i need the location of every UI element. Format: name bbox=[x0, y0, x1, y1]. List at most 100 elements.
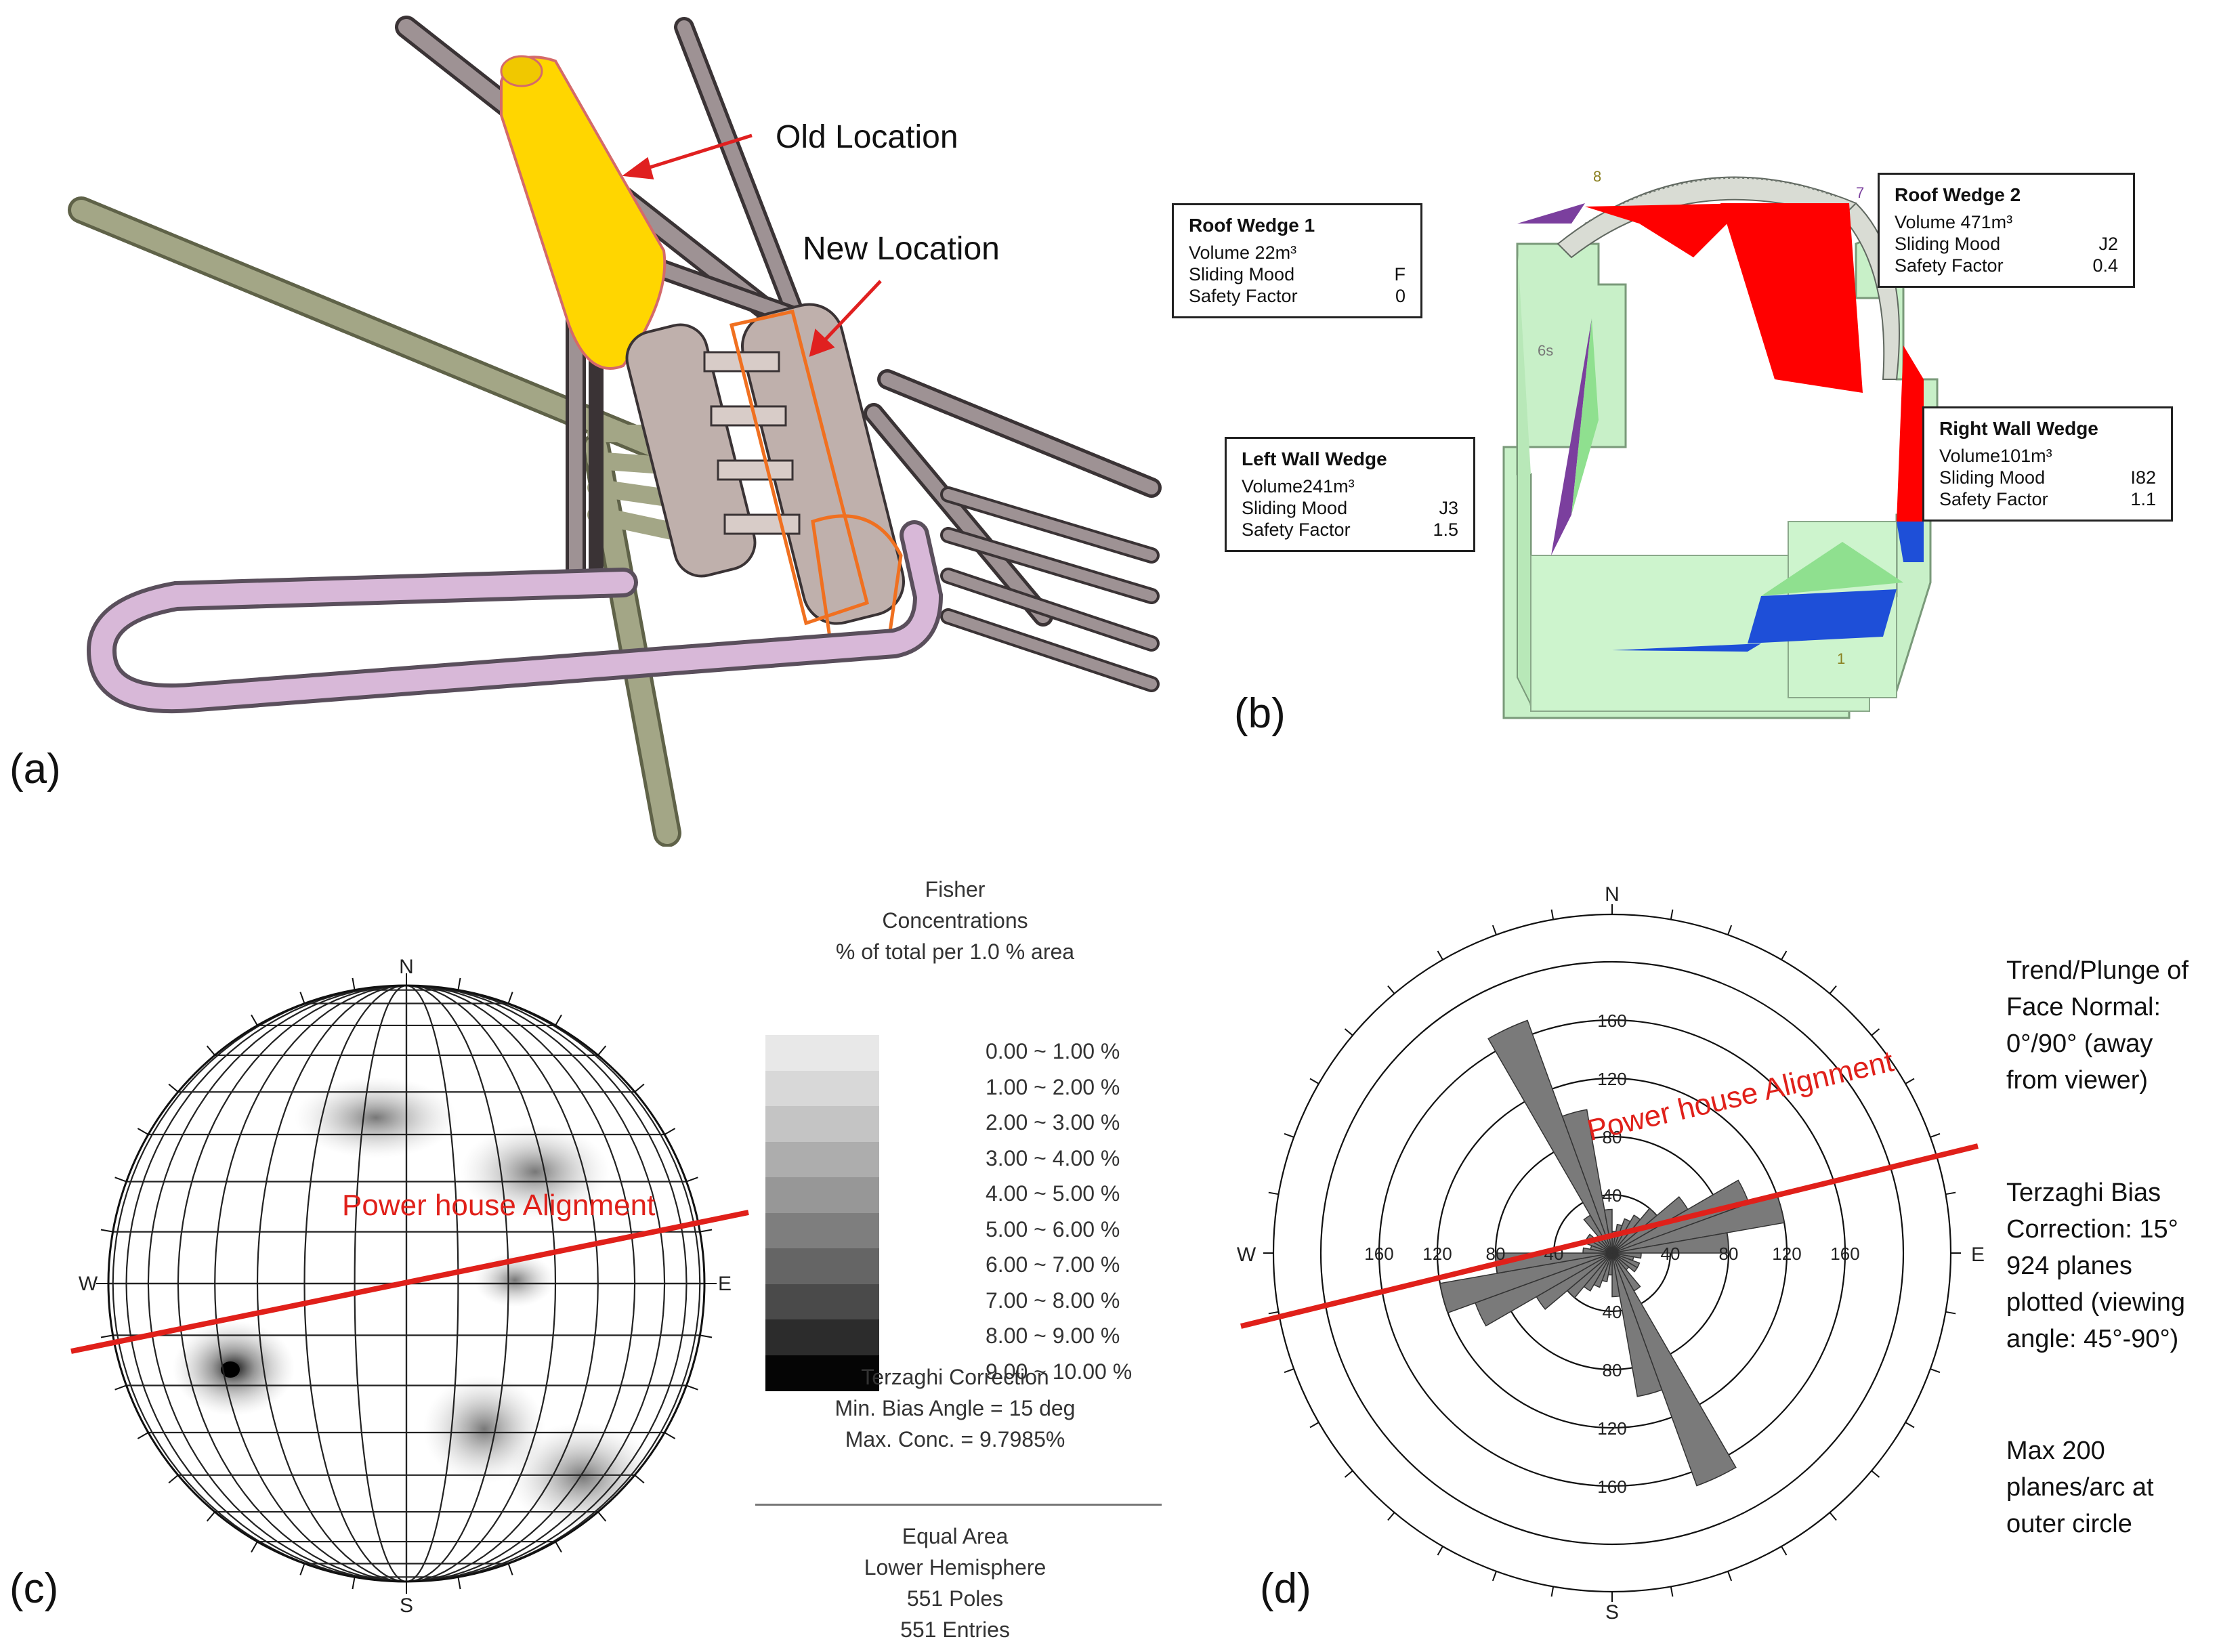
concentration-contours bbox=[173, 1077, 657, 1531]
perimeter-tick bbox=[664, 1128, 676, 1135]
perimeter-tick bbox=[352, 1577, 356, 1590]
legend-title-line: Concentrations bbox=[882, 908, 1028, 933]
perimeter-tick bbox=[299, 992, 305, 1004]
rose-ring bbox=[1378, 1019, 1846, 1487]
rose-tick bbox=[1945, 1311, 1956, 1315]
rose-tick bbox=[1284, 1132, 1294, 1138]
rose-tick bbox=[1550, 1586, 1555, 1597]
projection-line: Lower Hemisphere bbox=[864, 1555, 1047, 1580]
sf-label: Safety Factor bbox=[1939, 489, 2048, 509]
perimeter-tick bbox=[700, 1229, 713, 1233]
compass-label-s: S bbox=[1605, 1601, 1619, 1624]
sf-label: Safety Factor bbox=[1242, 520, 1351, 540]
compass-label-e: E bbox=[718, 1273, 732, 1295]
mode-value: J2 bbox=[2098, 234, 2118, 254]
wedge-volume: Volume101m³ bbox=[1939, 446, 2052, 466]
panel-a-label: (a) bbox=[9, 746, 61, 792]
old-location-arrow bbox=[622, 133, 753, 179]
sf-value: 0.4 bbox=[2092, 255, 2118, 276]
perimeter-tick bbox=[206, 1511, 215, 1522]
new-location-arrow bbox=[809, 280, 882, 357]
panel-b: 8 7 6s 1 Roof Wedge 1 Volume 22m³ Slidin… bbox=[1151, 0, 2219, 847]
mode-value: I82 bbox=[2130, 467, 2156, 488]
rose-tick bbox=[1930, 1368, 1941, 1374]
vertex-label-6s: 6s bbox=[1538, 342, 1554, 359]
perimeter-tick bbox=[457, 1577, 461, 1590]
legend-swatch bbox=[765, 1355, 879, 1391]
mode-label: Sliding Mood bbox=[1939, 467, 2046, 488]
legend-range-label: 6.00 ~ 7.00 % bbox=[986, 1252, 1120, 1277]
sf-label: Safety Factor bbox=[1189, 286, 1298, 306]
legend-swatch bbox=[765, 1212, 879, 1249]
mode-label: Sliding Mood bbox=[1895, 234, 2001, 254]
rose-tick bbox=[1781, 950, 1788, 960]
ring-label-north: 80 bbox=[1603, 1127, 1622, 1147]
rose-tick bbox=[1492, 1571, 1497, 1582]
rose-tick bbox=[1309, 1078, 1319, 1084]
perimeter-tick bbox=[457, 977, 461, 990]
rose-tick bbox=[1829, 985, 1837, 994]
perimeter-tick bbox=[299, 1563, 305, 1575]
wedge-volume: Volume 471m³ bbox=[1895, 212, 2013, 232]
perimeter-tick bbox=[555, 1541, 562, 1553]
rose-petal bbox=[1487, 1019, 1613, 1254]
rose-tick bbox=[1727, 1571, 1733, 1582]
right-wall-wedge-box: Right Wall Wedge Volume101m³ Sliding Moo… bbox=[1922, 406, 2173, 522]
ring-label-south: 160 bbox=[1597, 1477, 1626, 1497]
perimeter-tick bbox=[634, 1083, 645, 1093]
legend-range-label: 9.00 ~ 10.00 % bbox=[986, 1359, 1133, 1384]
perimeter-tick bbox=[168, 1475, 179, 1484]
projection-line: 551 Entries bbox=[900, 1617, 1010, 1642]
sf-value: 0 bbox=[1395, 286, 1406, 306]
rose-petal bbox=[1603, 1208, 1613, 1254]
rose-ring bbox=[1436, 1077, 1788, 1429]
legend-range-label: 4.00 ~ 5.00 % bbox=[986, 1181, 1120, 1206]
rose-tick bbox=[1945, 1191, 1956, 1195]
legend-swatch bbox=[765, 1106, 879, 1143]
legend-range-label: 2.00 ~ 3.00 % bbox=[986, 1110, 1120, 1135]
projection-info: Equal Area Lower Hemisphere 551 Poles 55… bbox=[799, 1521, 1111, 1645]
rose-tick bbox=[1309, 1422, 1319, 1428]
compass-label-n: N bbox=[1605, 883, 1620, 906]
alignment-label-c: Power house Alignment bbox=[342, 1189, 656, 1222]
legend-range-label: 5.00 ~ 6.00 % bbox=[986, 1216, 1120, 1242]
wedge-title: Left Wall Wedge bbox=[1242, 448, 1387, 469]
panel-d-label: (d) bbox=[1260, 1565, 1311, 1612]
rose-petal bbox=[1611, 1252, 1621, 1298]
mode-label: Sliding Mood bbox=[1242, 498, 1348, 518]
ring-label-south: 120 bbox=[1597, 1418, 1626, 1439]
wedge-title: Roof Wedge 1 bbox=[1189, 215, 1315, 236]
legend-range-label: 7.00 ~ 8.00 % bbox=[986, 1288, 1120, 1313]
panel-a: Old Location New Location (a) bbox=[0, 0, 1192, 847]
new-location-label: New Location bbox=[803, 231, 1000, 267]
rose-petal bbox=[1611, 1252, 1737, 1487]
compass-label-w: W bbox=[79, 1273, 98, 1295]
legend-title: Fisher Concentrations % of total per 1.0… bbox=[799, 874, 1111, 967]
old-location-cavern bbox=[500, 55, 667, 370]
wedge-model bbox=[1502, 176, 1939, 719]
wedge-title: Right Wall Wedge bbox=[1939, 418, 2098, 439]
rose-tick bbox=[1492, 925, 1497, 935]
perimeter-tick bbox=[168, 1083, 179, 1093]
terzaghi-line: Max. Conc. = 9.7985% bbox=[845, 1427, 1065, 1452]
sf-value: 1.5 bbox=[1433, 520, 1458, 540]
panel-c-label: (c) bbox=[9, 1565, 59, 1612]
legend-swatch bbox=[765, 1035, 879, 1072]
roof-wedge-1 bbox=[1517, 203, 1585, 224]
perimeter-tick bbox=[507, 1563, 513, 1575]
rose-tick bbox=[1387, 985, 1395, 994]
projection-line: Equal Area bbox=[902, 1524, 1009, 1548]
rose-tick bbox=[1829, 1512, 1837, 1521]
ring-label-south: 80 bbox=[1603, 1360, 1622, 1380]
roof-wedge-2 bbox=[1585, 203, 1748, 257]
legend-swatch bbox=[765, 1284, 879, 1320]
rose-tick bbox=[1670, 1586, 1674, 1597]
perimeter-tick bbox=[352, 977, 356, 990]
perimeter-tick bbox=[555, 1014, 562, 1026]
legend-swatch bbox=[765, 1319, 879, 1356]
ring-label-east: 80 bbox=[1719, 1244, 1739, 1264]
ring-label-north: 40 bbox=[1603, 1185, 1622, 1206]
